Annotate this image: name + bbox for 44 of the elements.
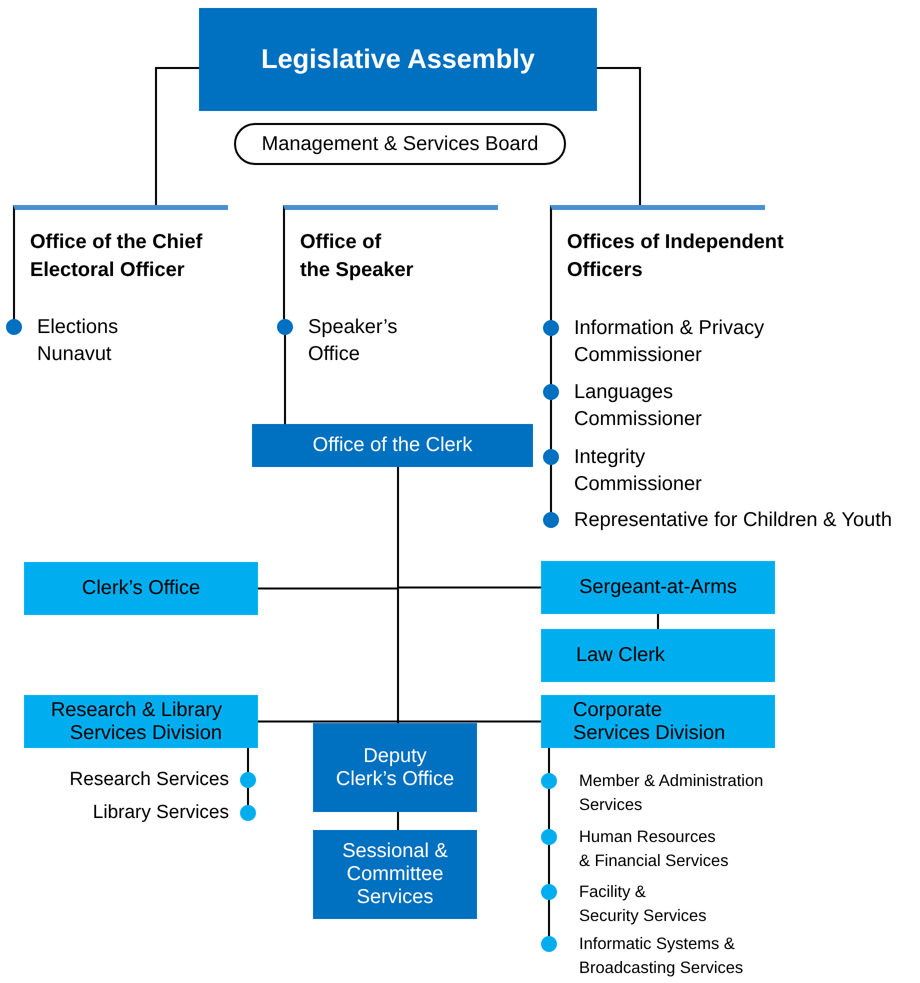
connector-line xyxy=(397,812,399,830)
office-box: Office of the Clerk xyxy=(252,424,533,467)
item-text: Speaker’s Office xyxy=(308,314,398,366)
division-box: Research & Library Services Division xyxy=(24,695,258,748)
connector-line xyxy=(657,614,659,629)
connector-line xyxy=(155,67,199,205)
office-box: Sergeant-at-Arms xyxy=(541,561,775,614)
item-text: Elections Nunavut xyxy=(37,314,120,366)
office-box: Clerk’s Office xyxy=(24,562,258,615)
group-header xyxy=(283,205,498,287)
office-box: Deputy Clerk’s Office xyxy=(313,723,477,812)
heading-text: Offices of Independent Officers xyxy=(567,230,785,283)
heading-text: Office of the Speaker xyxy=(300,230,414,283)
board-pill: Management & Services Board xyxy=(234,123,566,165)
item-text: Library Services xyxy=(92,801,229,825)
connector-line xyxy=(548,748,550,773)
group-header xyxy=(13,205,228,287)
office-box: Law Clerk xyxy=(541,629,775,682)
item-text: Facility & Security Services xyxy=(579,882,708,927)
connector-line xyxy=(550,336,552,384)
item-text: Languages Commissioner xyxy=(574,380,703,432)
connector-line xyxy=(548,845,550,884)
connector-line xyxy=(550,400,552,449)
division-box: Corporate Services Division xyxy=(541,695,775,748)
item-text: Human Resources & Financial Services xyxy=(579,827,729,872)
item-text: Integrity Commissioner xyxy=(574,444,703,496)
connector-line xyxy=(548,789,550,829)
connector-line xyxy=(550,287,552,320)
connector-line xyxy=(247,788,249,805)
item-text: Information & Privacy Commissioner xyxy=(574,316,766,368)
item-text: Informatic Systems & Broadcasting Services xyxy=(579,934,744,979)
office-box: Sessional & Committee Services xyxy=(313,830,477,919)
item-text: Research Services xyxy=(70,768,229,792)
item-text: Representative for Children & Youth xyxy=(574,508,892,532)
item-text: Member & Administration Services xyxy=(579,771,764,816)
connector-line xyxy=(247,748,249,772)
connector-line xyxy=(284,335,286,424)
heading-text: Office of the Chief Electoral Officer xyxy=(30,230,204,283)
connector-line xyxy=(283,287,285,319)
connector-line xyxy=(597,67,641,205)
connector-line xyxy=(550,465,552,512)
title-box: Legislative Assembly xyxy=(199,8,597,111)
connector-line xyxy=(548,900,550,936)
connector-line xyxy=(13,287,15,319)
